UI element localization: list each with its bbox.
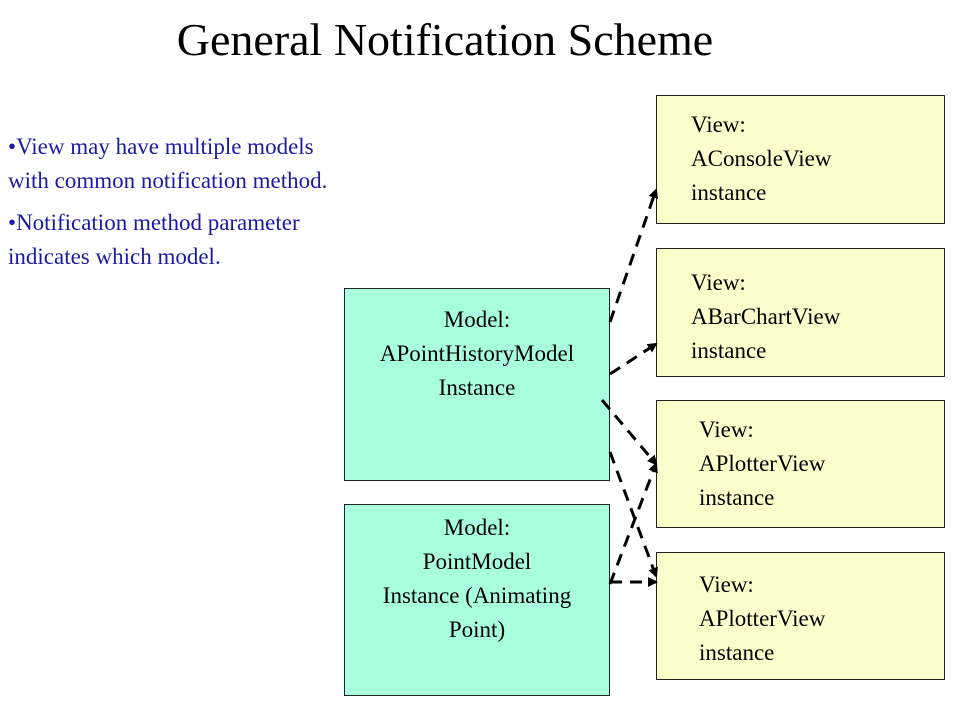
arrow-history-to-plotter-2 <box>608 451 658 578</box>
view-label: View: <box>699 572 754 597</box>
model-label: Model: <box>443 307 511 332</box>
view-instance-label: instance <box>691 180 767 205</box>
bullet-item: View may have multiple models with commo… <box>8 130 348 198</box>
arrow-history-to-barchart <box>609 342 658 376</box>
view-class-name: AConsoleView <box>691 146 832 171</box>
model-label: Model: <box>443 515 511 540</box>
view-class-name: APlotterView <box>699 606 826 631</box>
view-label: View: <box>691 270 746 295</box>
view-instance-label: instance <box>699 640 775 665</box>
bullet-list: View may have multiple models with commo… <box>8 130 348 282</box>
model-class-name: PointModel <box>422 549 532 574</box>
view-box-plotter-1: View: APlotterView instance <box>656 400 945 528</box>
model-box-point-history: Model: APointHistoryModel Instance <box>344 288 610 481</box>
bullet-text: Notification method parameter indicates … <box>8 210 300 269</box>
model-box-point: Model: PointModel Instance (Animating Po… <box>344 504 610 696</box>
view-box-barchart: View: ABarChartView instance <box>656 248 945 377</box>
view-class-name: APlotterView <box>699 451 826 476</box>
model-instance-label: Instance (Animating <box>382 583 572 608</box>
model-class-name: APointHistoryModel <box>379 341 575 366</box>
bullet-item: Notification method parameter indicates … <box>8 206 348 274</box>
view-instance-label: instance <box>691 338 767 363</box>
view-instance-label: instance <box>699 485 775 510</box>
arrow-point-to-plotter-1 <box>608 462 658 585</box>
view-label: View: <box>691 112 746 137</box>
model-instance-label: Instance <box>438 375 516 400</box>
bullet-text: View may have multiple models with commo… <box>8 134 328 193</box>
arrow-history-to-console <box>608 188 659 323</box>
view-box-console: View: AConsoleView instance <box>656 95 945 224</box>
arrow-history-to-plotter-1 <box>600 399 658 466</box>
view-box-plotter-2: View: APlotterView instance <box>656 552 945 680</box>
model-instance-label-cont: Point) <box>448 617 506 642</box>
view-class-name: ABarChartView <box>691 304 841 329</box>
view-label: View: <box>699 417 754 442</box>
slide-title: General Notification Scheme <box>176 14 714 65</box>
